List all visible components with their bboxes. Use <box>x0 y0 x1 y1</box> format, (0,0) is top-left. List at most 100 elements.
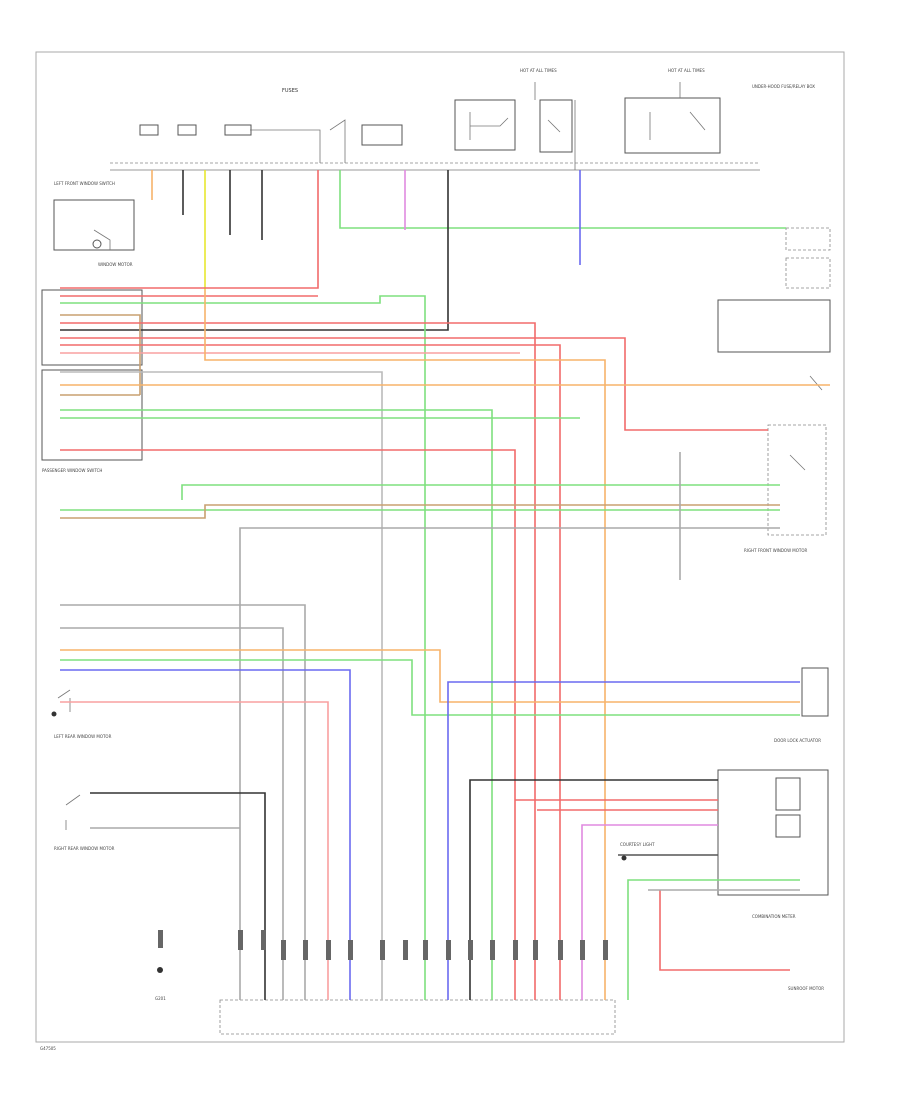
fuse-2 <box>177 124 197 136</box>
passenger-switch-label: PASSENGER WINDOW SWITCH <box>42 468 102 473</box>
wire-gray-5 <box>60 627 284 1000</box>
pin <box>303 940 308 960</box>
bottom-pin-markers <box>157 930 608 973</box>
wire-tan-3 <box>60 504 780 519</box>
fuse-3 <box>224 124 252 136</box>
wire-tan-1 <box>60 314 141 395</box>
pin <box>490 940 495 960</box>
wire-red-3 <box>60 322 536 1000</box>
wire-red-9 <box>659 890 790 971</box>
pin <box>158 930 163 948</box>
relay-1 <box>454 99 516 151</box>
hot-label-2: HOT AT ALL TIMES <box>668 68 705 73</box>
relay-3-switch <box>649 111 706 140</box>
door-lock-box <box>801 667 829 717</box>
wire-green-3 <box>60 409 493 1000</box>
motor-symbol-1 <box>92 239 102 249</box>
ground-symbol <box>157 967 163 973</box>
wire-black-6 <box>469 779 718 1000</box>
wires <box>60 170 830 1000</box>
wire-blue-2 <box>60 669 351 1000</box>
wire-black-4 <box>60 170 449 331</box>
wire-green-8 <box>627 879 800 1000</box>
fuse-box-label: FUSES <box>282 88 298 94</box>
switch-box-1 <box>53 199 135 251</box>
window-motor-label: WINDOW MOTOR <box>98 262 133 267</box>
switch-contact-1 <box>93 229 111 250</box>
relay-3 <box>624 97 721 154</box>
wire-red-5 <box>60 344 561 1000</box>
underhood-box-label: UNDER-HOOD FUSE/RELAY BOX <box>752 84 815 89</box>
right-connector-2 <box>785 257 831 289</box>
right-front-motor-label: RIGHT FRONT WINDOW MOTOR <box>744 548 807 553</box>
wire-orange-2 <box>204 290 606 1000</box>
wire-gray-2 <box>239 527 780 1000</box>
right-module-2 <box>767 424 827 536</box>
combination-meter-box <box>717 769 829 896</box>
wire-gray-1 <box>60 371 383 1000</box>
sunroof-motor-label: SUNROOF MOTOR <box>788 986 824 991</box>
pin <box>533 940 538 960</box>
combination-meter-label: COMBINATION METER <box>752 914 796 919</box>
fuse-link <box>250 129 321 163</box>
left-front-switch-label: LEFT FRONT WINDOW SWITCH <box>54 181 115 186</box>
wire-blue-3 <box>447 681 800 1000</box>
relay-2-switch <box>547 119 561 133</box>
fuse-link-2 <box>329 119 346 163</box>
wire-black-5 <box>90 792 266 1000</box>
hot-label-1: HOT AT ALL TIMES <box>520 68 557 73</box>
left-rear-dot <box>51 711 57 717</box>
wire-green-7 <box>60 659 800 716</box>
right-rear-label: RIGHT REAR WINDOW MOTOR <box>54 846 115 851</box>
pin <box>403 940 408 960</box>
wire-red-6 <box>60 449 516 1000</box>
fuse-4 <box>361 124 403 146</box>
door-lock-label: DOOR LOCK ACTUATOR <box>774 738 821 743</box>
pin <box>238 930 243 950</box>
meter-inner-1 <box>775 777 801 811</box>
pin <box>261 930 266 950</box>
wire-gray-4 <box>60 604 306 1000</box>
wire-orange-4 <box>60 649 800 703</box>
left-rear-label: LEFT REAR WINDOW MOTOR <box>54 734 112 739</box>
right-module-1 <box>717 299 831 353</box>
pin <box>468 940 473 960</box>
pin <box>603 940 608 960</box>
fuse-relay-section: FUSES HOT AT ALL TIMES HOT AT ALL TIMES … <box>110 68 815 171</box>
wire-green-2 <box>60 295 426 1000</box>
left-rear-switch <box>57 689 71 712</box>
pin <box>446 940 451 960</box>
pin <box>558 940 563 960</box>
pin <box>281 940 286 960</box>
right-module-2-sw <box>789 454 806 471</box>
relay-2 <box>539 99 573 153</box>
wire-red-4 <box>60 337 768 431</box>
wire-pink-2 <box>60 701 329 1000</box>
switch-box-3 <box>41 369 143 461</box>
pin <box>423 940 428 960</box>
bottom-connector <box>219 999 616 1035</box>
left-front-window-switch: LEFT FRONT WINDOW SWITCH WINDOW MOTOR PA… <box>41 181 143 473</box>
right-module-1-sw <box>809 375 823 391</box>
right-side-components: RIGHT FRONT WINDOW MOTOR DOOR LOCK ACTUA… <box>717 227 831 991</box>
lower-left-components: LEFT REAR WINDOW MOTOR RIGHT REAR WINDOW… <box>51 689 655 1001</box>
switch-box-2 <box>41 289 143 366</box>
ground-label: G201 <box>155 996 166 1001</box>
pin <box>326 940 331 960</box>
fuse-1 <box>139 124 159 136</box>
pin <box>513 940 518 960</box>
relay-1-switch <box>469 112 509 140</box>
pin <box>348 940 353 960</box>
right-rear-switch <box>65 794 81 830</box>
footer-code: G47505 <box>40 1046 56 1051</box>
pin <box>580 940 585 960</box>
wire-violet-2 <box>581 824 718 1000</box>
right-connector-1 <box>785 227 831 251</box>
courtesy-light-label: COURTESY LIGHT <box>620 842 655 847</box>
diagram-border <box>35 51 845 1043</box>
wire-green-5 <box>181 484 780 500</box>
courtesy-dot <box>621 855 627 861</box>
pin <box>380 940 385 960</box>
wire-red-1 <box>60 170 319 289</box>
